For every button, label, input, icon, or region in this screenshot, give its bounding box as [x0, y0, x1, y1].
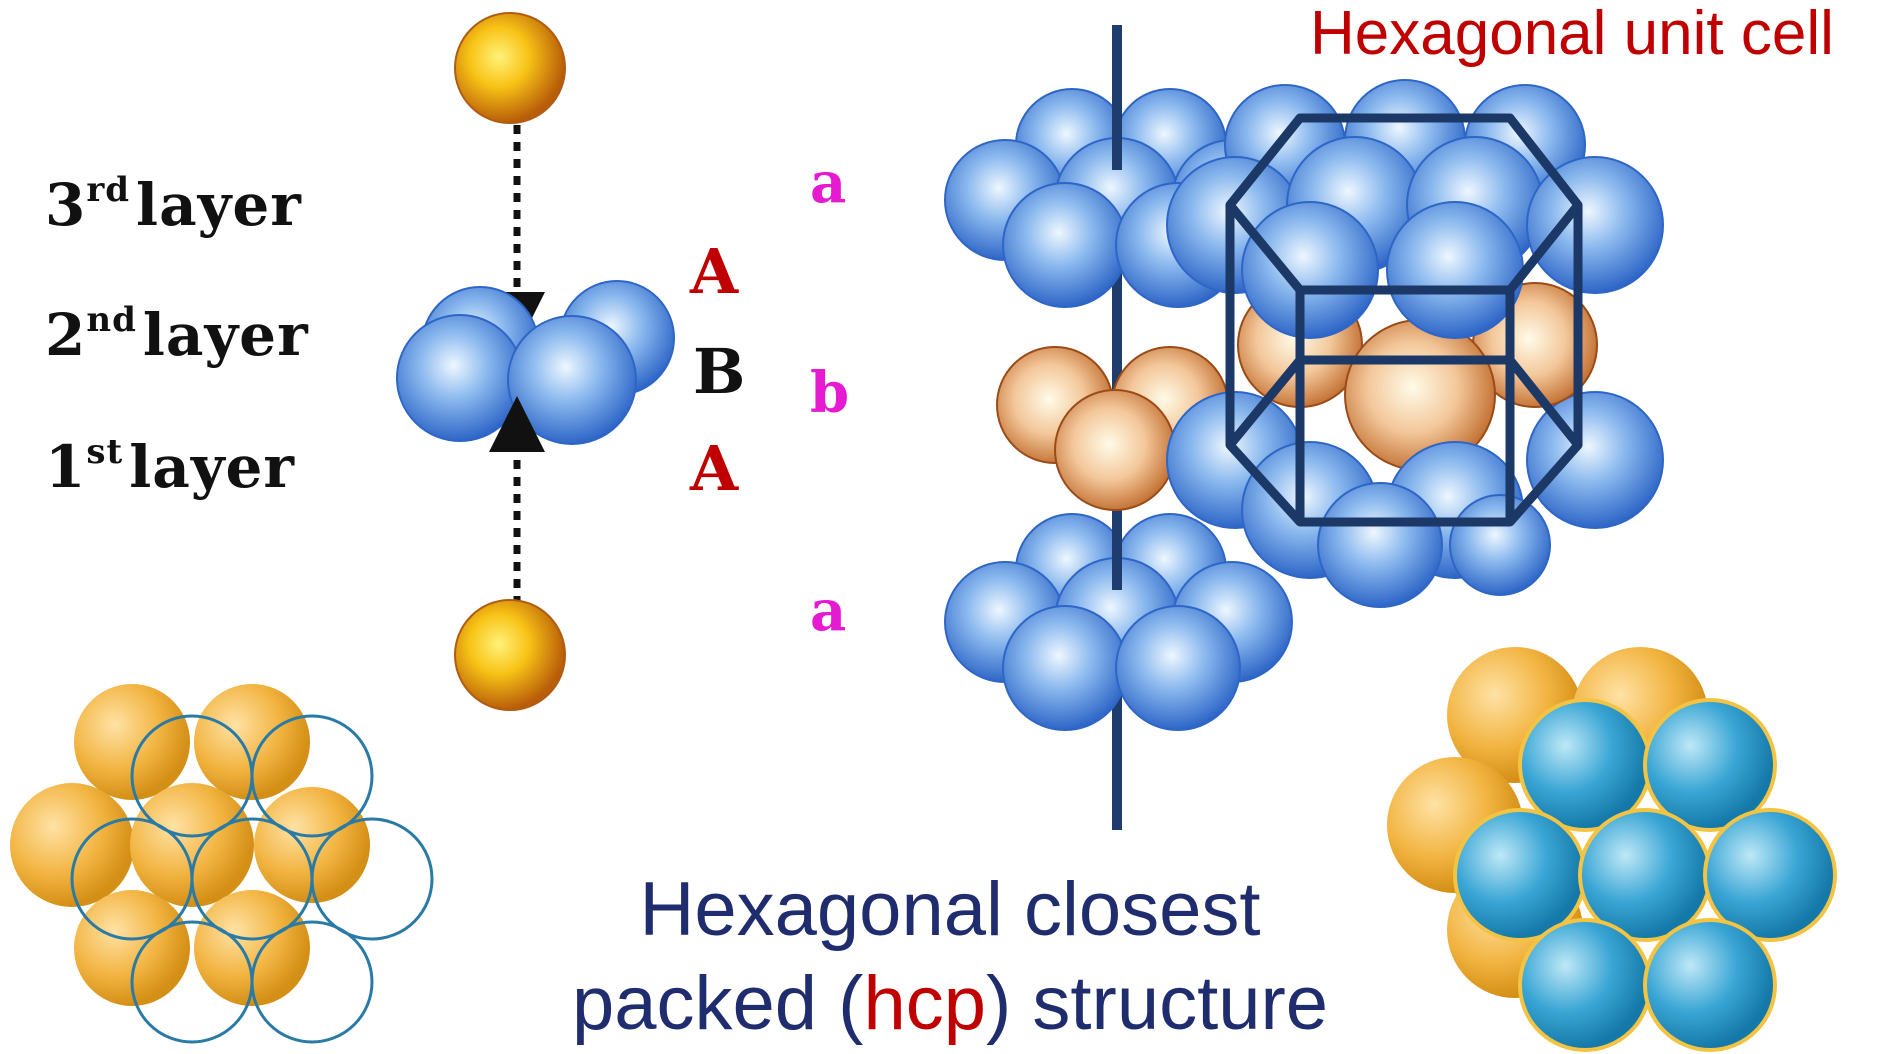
- third-layer-suffix: rd: [86, 170, 131, 210]
- teal-front-layer: [1453, 698, 1837, 1052]
- second-layer-number: 2: [45, 301, 87, 369]
- third-layer-number: 3: [45, 171, 87, 239]
- unit-cell-frame: [1225, 113, 1583, 527]
- third-layer-word: layer: [136, 171, 302, 239]
- hcp-letter-top-a: a: [810, 150, 847, 216]
- caption-line-2: packed (hcp) structure: [520, 958, 1380, 1050]
- caption-suffix: ) structure: [985, 961, 1329, 1046]
- first-layer-number: 1: [45, 433, 87, 501]
- stack-letter-top-a: A: [690, 235, 739, 308]
- first-layer-word: layer: [129, 433, 295, 501]
- stack-letter-b: B: [693, 335, 746, 408]
- second-layer-word: layer: [142, 301, 309, 369]
- hcp-letter-b: b: [810, 360, 850, 426]
- caption-hcp-highlight: hcp: [863, 961, 986, 1046]
- outline-layer: [70, 714, 434, 1044]
- bottom-a-layer: [944, 513, 1293, 731]
- hcp-top-view: [1387, 647, 1837, 1052]
- bottom-atom: [454, 599, 566, 711]
- layer-stacking-diagram: [396, 12, 675, 711]
- second-layer-suffix: nd: [86, 300, 137, 340]
- caption-line-1: Hexagonal closest: [639, 867, 1261, 952]
- stack-letter-bottom-a: A: [690, 432, 739, 505]
- gold-layer: [10, 684, 370, 1006]
- top-atom: [454, 12, 566, 124]
- hcp-letter-bottom-a: a: [810, 578, 847, 644]
- first-layer-suffix: st: [86, 432, 124, 472]
- hexagonal-unit-cell: [1166, 79, 1664, 608]
- ab-layer-top-view: [10, 684, 434, 1044]
- unit-cell-title: Hexagonal unit cell: [1310, 0, 1834, 68]
- sphere-cluster: [396, 280, 675, 445]
- caption-prefix: packed (: [571, 961, 864, 1046]
